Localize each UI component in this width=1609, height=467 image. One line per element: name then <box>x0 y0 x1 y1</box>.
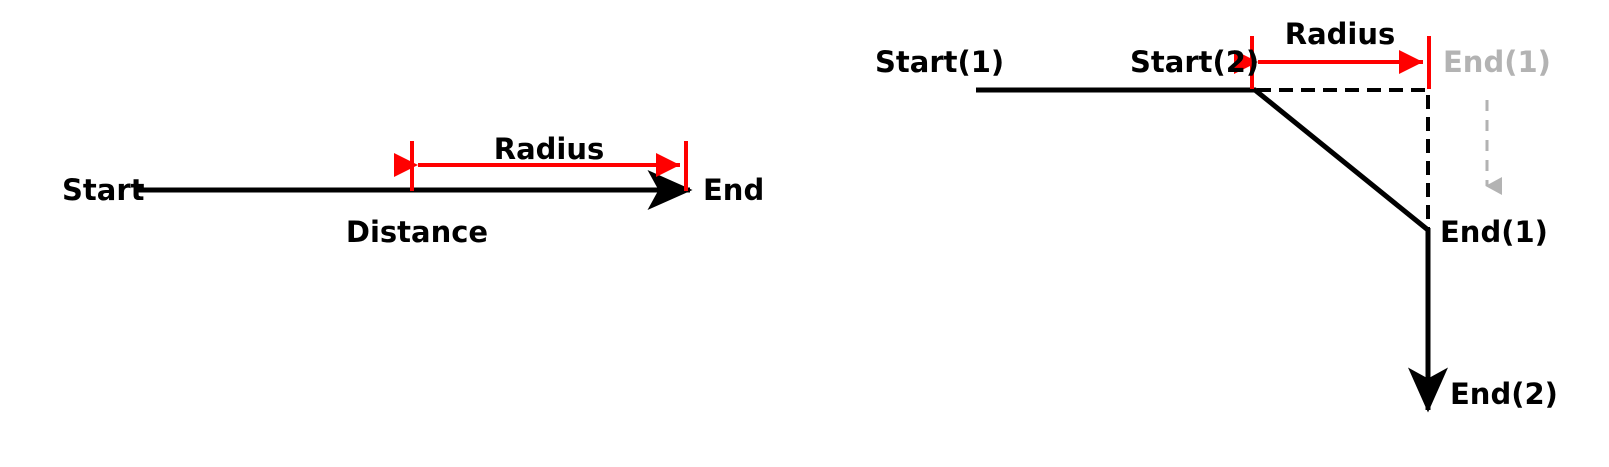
label-radius-left: Radius <box>494 132 605 166</box>
path-start1-to-end1 <box>976 87 1430 232</box>
right-panel-group: Start(1) Start(2) Radius End(1) End(1) E… <box>875 17 1558 413</box>
label-end-2: End(2) <box>1450 377 1558 411</box>
label-start: Start <box>62 173 145 207</box>
label-end: End <box>703 173 764 207</box>
label-end-1: End(1) <box>1440 215 1548 249</box>
label-distance: Distance <box>346 215 488 249</box>
label-start-1: Start(1) <box>875 45 1004 79</box>
label-radius-right: Radius <box>1285 17 1396 51</box>
label-start-2: Start(2) <box>1130 45 1259 79</box>
left-panel-group: Start End Radius Distance <box>62 132 764 249</box>
dashed-original-corner <box>1257 88 1430 228</box>
label-end-1-ghost: End(1) <box>1443 45 1551 79</box>
